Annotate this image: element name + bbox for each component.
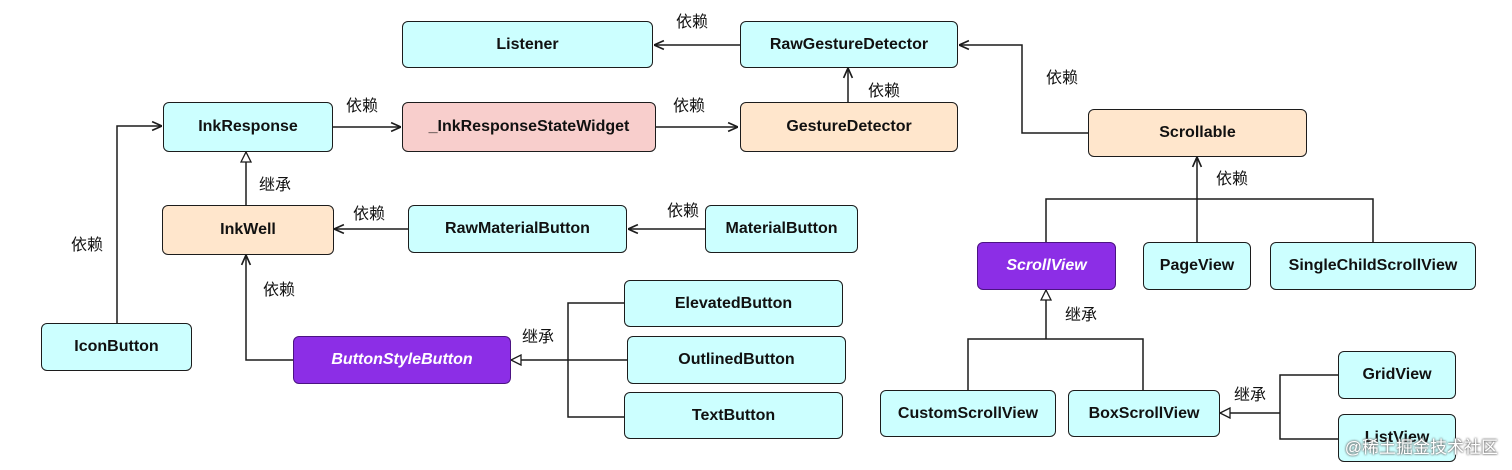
label-inherits-inkwell: 继承 bbox=[259, 177, 292, 194]
label-depends-rawmaterial-inkwell: 依赖 bbox=[353, 206, 386, 223]
node-ink-well: InkWell bbox=[162, 205, 334, 255]
watermark: @稀土掘金技术社区 bbox=[1344, 438, 1498, 457]
edge-scrollview-children-bus bbox=[967, 338, 1144, 390]
edge-gridlist-bus bbox=[1279, 374, 1338, 440]
edge-iconbutton-inkresponse bbox=[116, 126, 162, 323]
node-ink-response-state-widget: _InkResponseStateWidget bbox=[402, 102, 656, 152]
node-ink-response: InkResponse bbox=[163, 102, 333, 152]
node-custom-scroll-view: CustomScrollView bbox=[880, 390, 1056, 437]
label-depends-scrollview-bus: 依赖 bbox=[1216, 171, 1249, 188]
node-icon-button: IconButton bbox=[41, 323, 192, 371]
edge-scrollchildren-bus bbox=[1045, 198, 1374, 243]
node-outlined-button: OutlinedButton bbox=[627, 336, 846, 384]
node-scroll-view: ScrollView bbox=[977, 242, 1116, 290]
node-elevated-button: ElevatedButton bbox=[624, 280, 843, 327]
node-gesture-detector: GestureDetector bbox=[740, 102, 958, 152]
label-depends-scrollable: 依赖 bbox=[1046, 70, 1079, 87]
edge-buttonstyle-inkwell bbox=[246, 255, 293, 361]
label-depends-material-rawmaterial: 依赖 bbox=[667, 203, 700, 220]
edge-scrollable-rawgesture bbox=[959, 45, 1088, 134]
node-raw-material-button: RawMaterialButton bbox=[408, 205, 627, 253]
label-inherits-buttonstyle: 继承 bbox=[522, 329, 555, 346]
node-scrollable: Scrollable bbox=[1088, 109, 1307, 157]
node-button-style-button: ButtonStyleButton bbox=[293, 336, 511, 384]
node-material-button: MaterialButton bbox=[705, 205, 858, 253]
node-box-scroll-view: BoxScrollView bbox=[1068, 390, 1220, 437]
node-raw-gesture-detector: RawGestureDetector bbox=[740, 21, 958, 68]
node-page-view: PageView bbox=[1143, 242, 1251, 290]
node-single-child-scroll-view: SingleChildScrollView bbox=[1270, 242, 1476, 290]
label-depends-inkresponse-statewidget: 依赖 bbox=[346, 98, 379, 115]
label-depends-iconbutton: 依赖 bbox=[71, 237, 104, 254]
label-depends-rawgesture-listener: 依赖 bbox=[676, 14, 709, 31]
node-text-button: TextButton bbox=[624, 392, 843, 439]
label-depends-statewidget-gesture: 依赖 bbox=[673, 98, 706, 115]
node-listener: Listener bbox=[402, 21, 653, 68]
label-depends-gesture-rawgesture: 依赖 bbox=[868, 83, 901, 100]
label-inherits-scrollview: 继承 bbox=[1065, 307, 1098, 324]
label-inherits-boxscrollview: 继承 bbox=[1234, 387, 1267, 404]
node-grid-view: GridView bbox=[1338, 351, 1456, 399]
node-list-view: ListView bbox=[1338, 414, 1456, 462]
label-depends-buttonstyle-inkwell: 依赖 bbox=[263, 282, 296, 299]
